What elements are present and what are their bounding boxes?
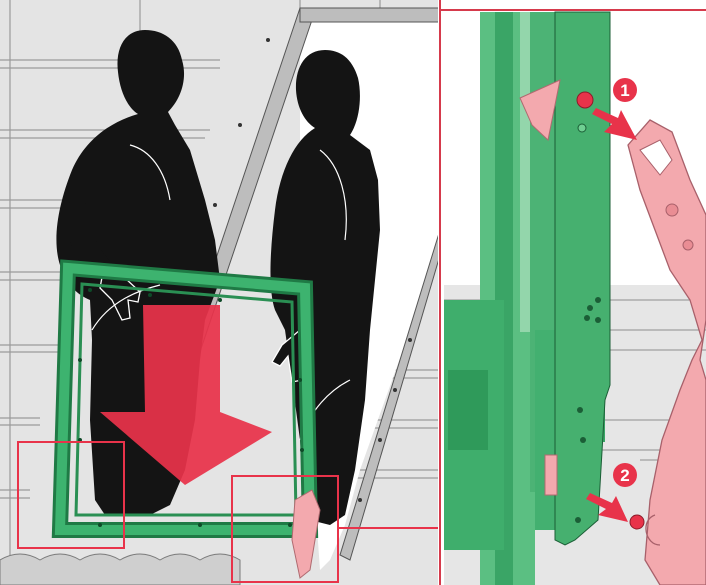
pink-clip-bottom <box>545 455 557 495</box>
bracket-hole-2 <box>683 240 693 250</box>
step-1-badge: 1 <box>613 78 637 102</box>
right-panel: 1 2 <box>444 12 706 585</box>
left-panel <box>0 0 446 585</box>
step-1-label: 1 <box>620 81 629 100</box>
step-2-badge: 2 <box>613 463 637 487</box>
knob-top <box>577 92 593 108</box>
knob-bottom <box>630 515 644 529</box>
bracket-hole-1 <box>666 204 678 216</box>
step-2-label: 2 <box>620 466 629 485</box>
